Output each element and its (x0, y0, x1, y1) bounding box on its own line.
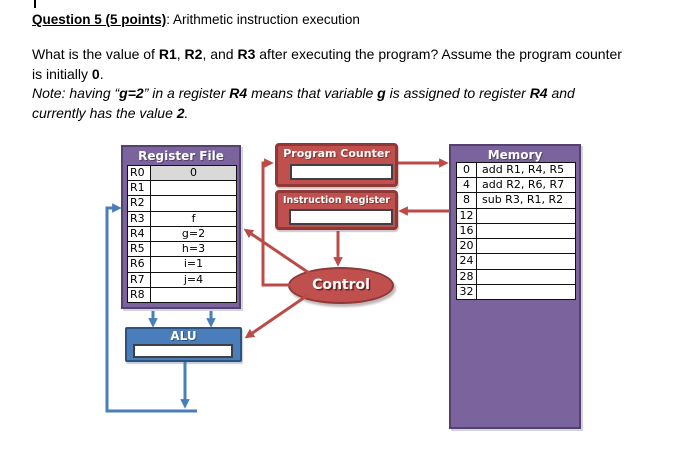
memory-address: 20 (457, 239, 476, 254)
memory-instruction (477, 208, 575, 223)
program-counter-box: Program Counter (275, 143, 398, 187)
register-name: R6 (128, 257, 150, 272)
register-value: f (151, 211, 236, 226)
alu-box: ALU (125, 327, 242, 362)
register-name: R2 (128, 196, 150, 211)
memory-instruction: sub R3, R1, R2 (477, 193, 575, 208)
register-value: g=2 (151, 226, 236, 242)
memory-address: 8 (457, 193, 476, 208)
note-line-1: Note: having “g=2” in a register R4 mean… (32, 85, 575, 101)
note-line-2: currently has the value 2. (32, 104, 189, 121)
register-name: R0 (128, 166, 150, 181)
memory-title: Memory (487, 148, 543, 162)
question-heading: Question 5 (5 points): Arithmetic instru… (32, 12, 360, 27)
register-value: j=4 (151, 272, 236, 287)
register-name: R4 (128, 226, 150, 242)
control-label: Control (312, 277, 370, 293)
memory-address: 32 (457, 284, 476, 299)
memory-address: 28 (457, 269, 476, 284)
question-body: What is the value of R1, R2, and R3 afte… (32, 45, 667, 123)
register-value: 0 (151, 166, 236, 181)
question-line-1: What is the value of R1, R2, and R3 afte… (32, 46, 622, 62)
question-line-2: is initially 0. (32, 65, 104, 82)
alu-title: ALU (170, 329, 197, 343)
register-name: R7 (128, 272, 150, 287)
question-topic: : Arithmetic instruction execution (166, 12, 360, 27)
register-name: R3 (128, 211, 150, 226)
memory-address: 16 (457, 223, 476, 239)
instruction-register-box: Instruction Register (275, 190, 398, 230)
memory-instruction (477, 284, 575, 299)
register-file-title: Register File (138, 149, 224, 163)
register-name: R1 (128, 181, 150, 196)
instruction-register-title: Instruction Register (282, 195, 391, 206)
memory-instruction (477, 269, 575, 284)
memory-address: 0 (457, 163, 476, 178)
memory-instruction: add R2, R6, R7 (477, 178, 575, 193)
stray-mark (34, 0, 36, 8)
memory-address: 24 (457, 254, 476, 269)
register-value (151, 196, 236, 211)
memory-address: 12 (457, 208, 476, 223)
register-value: i=1 (151, 257, 236, 272)
memory-instruction: add R1, R4, R5 (477, 163, 575, 178)
program-counter-title: Program Counter (283, 147, 390, 160)
instruction-register-value-slot (289, 209, 393, 225)
register-name: R5 (128, 242, 150, 257)
register-name: R8 (128, 287, 150, 302)
alu-value-slot (133, 344, 233, 358)
control-unit-ellipse: Control (288, 267, 394, 304)
memory-instruction (477, 254, 575, 269)
memory-instruction (477, 223, 575, 239)
question-number: Question 5 (5 points) (32, 12, 167, 27)
program-counter-value-slot (290, 164, 393, 180)
register-value (151, 181, 236, 196)
register-value (151, 287, 236, 302)
memory-address: 4 (457, 178, 476, 193)
memory-instruction (477, 239, 575, 254)
register-value: h=3 (151, 242, 236, 257)
